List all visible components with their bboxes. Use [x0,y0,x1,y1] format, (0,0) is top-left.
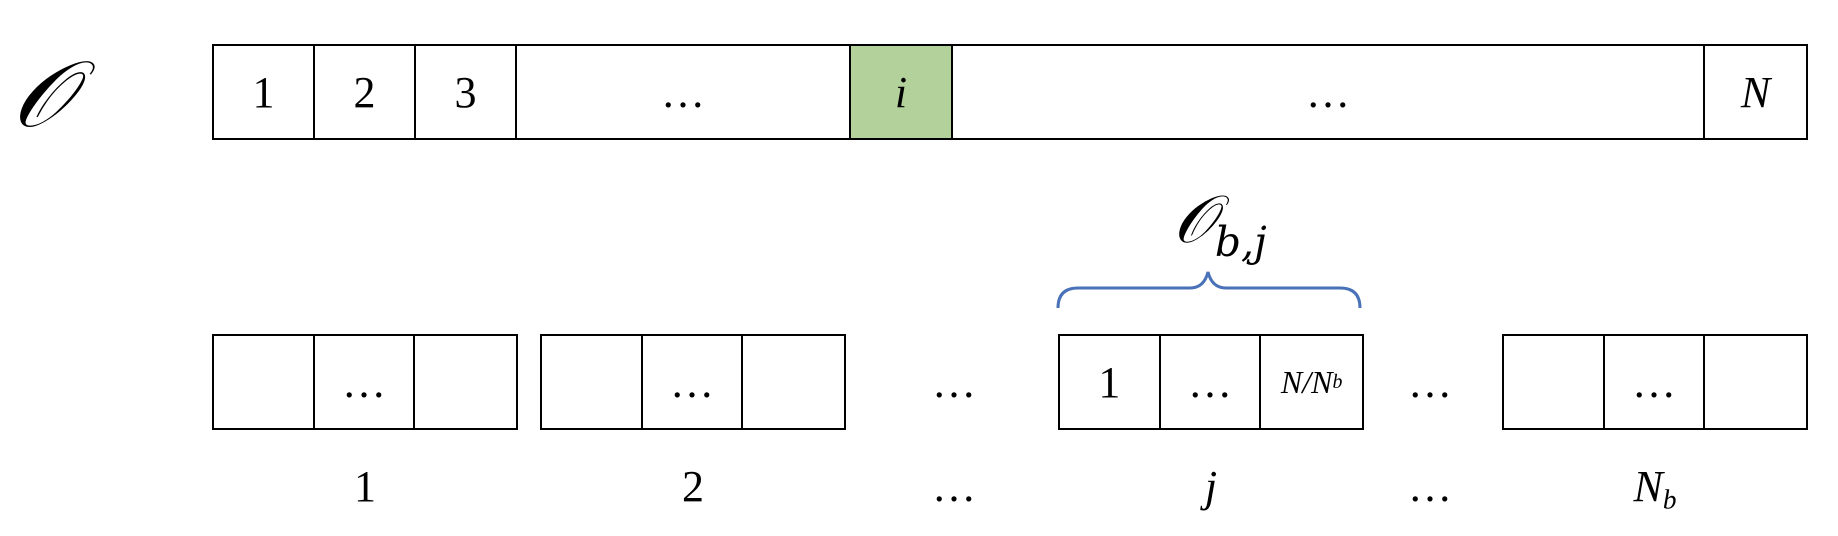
top-cell-1: 1 [214,46,315,138]
block-2: … [540,334,846,430]
block-j-last-sub: b [1332,370,1343,393]
block-1-cell-ellipsis: … [315,336,416,428]
top-array: 1 2 3 … i … N [212,44,1808,140]
brace-label-o-bj: 𝒪b,j [1150,180,1290,266]
top-cell-i-highlighted: i [851,46,953,138]
block-1-cell-1 [214,336,315,428]
block-label-j: j [1204,462,1218,511]
gap-ellipsis-2: … [1408,358,1452,407]
block-2-cell-3 [743,336,844,428]
block-nb-cell-3 [1705,336,1806,428]
block-2-cell-ellipsis: … [643,336,744,428]
top-cell-3: 3 [416,46,517,138]
block-label-nb-main: N [1633,462,1663,511]
block-nb-cell-1 [1504,336,1605,428]
block-j-cell-ellipsis: … [1161,336,1262,428]
top-cell-2: 2 [315,46,416,138]
block-label-nb: Nb [1502,462,1808,525]
block-2-cell-1 [542,336,643,428]
block-j-last-main: N/N [1280,363,1333,400]
block-nb: … [1502,334,1808,430]
block-label-2: 2 [682,462,704,511]
block-nb-cell-ellipsis: … [1605,336,1706,428]
set-symbol-o: 𝒪 [8,41,78,148]
top-cell-n: N [1740,67,1771,117]
brace-label-sub: b,j [1214,217,1267,266]
block-j-cell-1: 1 [1060,336,1161,428]
block-label-nb-sub: b [1662,484,1677,515]
brace-over-block-j [1056,271,1362,309]
top-cell-ellipsis-right: … [953,46,1705,138]
label-gap-ellipsis-2: … [1408,462,1452,511]
block-1-cell-3 [415,336,516,428]
block-1: … [212,334,518,430]
top-cell-ellipsis-left: … [517,46,851,138]
brace-label-main: 𝒪 [1173,181,1215,258]
gap-ellipsis-1: … [932,358,976,407]
block-label-1: 1 [354,462,376,511]
label-gap-ellipsis-1: … [932,462,976,511]
